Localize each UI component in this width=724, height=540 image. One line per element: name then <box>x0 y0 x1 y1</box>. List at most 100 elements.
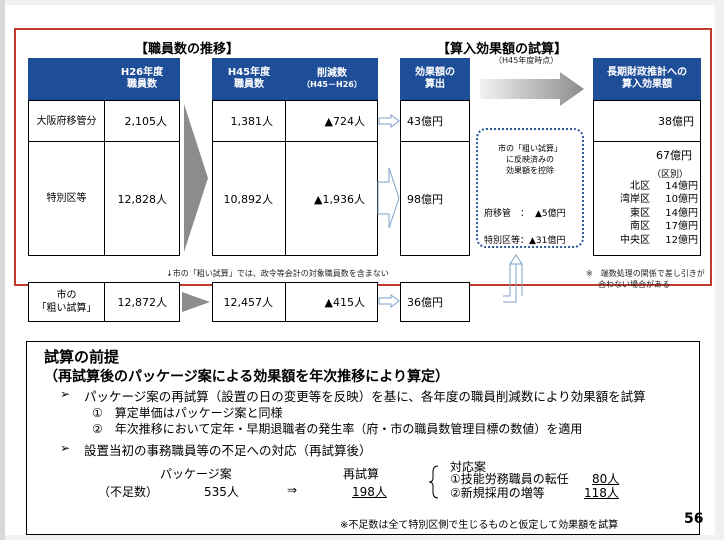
row-label-city-text: 市の 「粗い試算」 <box>37 289 97 315</box>
h26-osaka-value: 2,105人 <box>124 115 168 128</box>
bullet1-text: パッケージ案の再試算（設置の日の変更等を反映）を基に、各年度の職員削減数により効… <box>84 389 646 404</box>
district-row: 東区 14億円 <box>596 207 698 220</box>
deduction-box <box>476 128 584 248</box>
reduction-city-value: ▲415人 <box>324 296 365 309</box>
district-value: 17億円 <box>665 221 698 233</box>
rounding-note-line2: 合わない場合がある <box>598 280 670 289</box>
reduction-header-line2: （H45－H26） <box>302 80 362 90</box>
row-label-city: 市の 「粗い試算」 <box>28 282 104 322</box>
deduction-line1-label: 府移管 ： <box>484 209 530 219</box>
package-value: 535人 <box>204 485 239 499</box>
shortage-label: （不足数） <box>98 485 159 499</box>
h45-special: 10,892人 <box>212 142 286 256</box>
long-term-osaka: 38億円 <box>593 100 701 142</box>
district-name: 湾岸区 <box>620 194 650 206</box>
long-term-header-line1: 長期財政推計への <box>607 66 687 78</box>
hollow-arrow-large-icon <box>377 167 400 229</box>
long-term-header: 長期財政推計への 算入効果額 <box>593 58 701 100</box>
response2-text: ②新規採用の増等 <box>450 486 545 500</box>
reduction-header: 削減数 （H45－H26） <box>286 58 378 100</box>
bullet2-text: 設置当初の事務職員等の不足への対応（再試算後） <box>84 443 372 458</box>
h26-header-line2: 職員数 <box>127 79 157 90</box>
response1-value: 80人 <box>592 472 620 486</box>
hollow-arrow-small-icon <box>378 294 400 308</box>
effect-osaka-value: 43億円 <box>407 115 443 128</box>
row-label-header <box>28 58 104 100</box>
district-name: 北区 <box>630 181 650 192</box>
deduction-line2-label: 特別区等： <box>484 236 530 246</box>
rounding-note-line1: ※ 端数処理の関係で差し引きが <box>586 269 705 278</box>
bullet1-icon: ➢ <box>60 387 71 401</box>
reduction-special-value: ▲1,936人 <box>314 192 365 206</box>
effect-special: 98億円 <box>400 142 470 256</box>
deduction-line2: 特別区等：▲31億円 <box>484 233 565 246</box>
up-arrow-icon <box>503 254 523 303</box>
h45-special-value: 10,892人 <box>223 192 274 206</box>
right-section-title: 【算入効果額の試算】 <box>437 42 568 57</box>
sub-item-2: ② 年次推移において定年・早期退職者の発生率（府・市の職員数管理目標の数値）を適… <box>92 422 583 436</box>
deduction-line2-value: ▲31億円 <box>529 236 566 246</box>
deduction-line1: 府移管 ： ▲5億円 <box>484 206 566 219</box>
response2-value: 118人 <box>584 486 619 500</box>
h45-header: H45年度 職員数 <box>212 58 286 100</box>
h26-city: 12,872人 <box>104 282 180 322</box>
package-label: パッケージ案 <box>160 467 232 481</box>
effect-header: 効果額の 算出 <box>400 58 470 100</box>
recalc-value: 198人 <box>352 485 387 499</box>
deduction-title-line2: に反映済みの <box>506 154 554 164</box>
district-name: 南区 <box>630 221 650 233</box>
reduction-special: ▲1,936人 <box>286 142 378 256</box>
deduction-box-title: 市の「粗い試算」 に反映済みの 効果額を控除 <box>476 144 584 176</box>
deduction-line1-value: ▲5億円 <box>535 209 566 219</box>
left-section-title: 【職員数の推移】 <box>135 42 240 57</box>
h26-special: 12,828人 <box>104 142 180 256</box>
row-label-osaka-text: 大阪府移管分 <box>36 115 97 127</box>
h45-osaka: 1,381人 <box>212 100 286 142</box>
district-name: 東区 <box>630 207 650 219</box>
sub-item-1: ① 算定単価はパッケージ案と同様 <box>92 406 283 420</box>
recalc-label: 再試算 <box>343 467 380 481</box>
brace-icon <box>428 465 439 499</box>
district-label: （区別） <box>652 170 689 180</box>
district-row: 湾岸区 10億円 <box>596 193 698 206</box>
district-row: 北区 14億円 <box>596 180 698 193</box>
city-note: ↓市の「粗い試算」では、政令等会計の対象職員数を含まない <box>166 269 389 278</box>
deduction-title-line3: 効果額を控除 <box>506 165 554 175</box>
long-term-special <box>593 142 701 256</box>
row-label-special: 特別区等 <box>28 142 104 256</box>
effect-special-value: 98億円 <box>407 192 443 206</box>
district-value: 14億円 <box>665 181 698 192</box>
district-row: 南区 17億円 <box>596 220 698 233</box>
reduction-city: ▲415人 <box>286 282 378 322</box>
h26-special-value: 12,828人 <box>117 192 168 206</box>
premise-subheading: （再試算後のパッケージ案による効果額を年次推移により算定） <box>44 369 450 385</box>
premise-note: ※不足数は全て特別区側で生じるものと仮定して効果額を試算 <box>340 520 619 531</box>
long-term-osaka-value: 38億円 <box>658 115 694 128</box>
effect-header-line2: 算出 <box>425 79 445 90</box>
row-label-osaka: 大阪府移管分 <box>28 100 104 142</box>
response-label: 対応案 <box>450 460 487 474</box>
long-term-special-total: 67億円 <box>656 149 692 162</box>
effect-osaka: 43億円 <box>400 100 470 142</box>
left-scrollbar-edge <box>0 0 5 540</box>
bullet2-icon: ➢ <box>60 441 71 455</box>
effect-city-value: 36億円 <box>407 296 443 309</box>
district-value: 14億円 <box>665 207 698 219</box>
reduction-osaka: ▲724人 <box>286 100 378 142</box>
district-value: 12億円 <box>665 234 698 246</box>
reduction-osaka-value: ▲724人 <box>324 115 365 128</box>
h26-header: H26年度 職員数 <box>104 58 180 100</box>
h45-osaka-value: 1,381人 <box>230 115 274 128</box>
h26-header-line1: H26年度 <box>120 66 164 78</box>
h45-city: 12,457人 <box>212 282 286 322</box>
premise-box <box>26 341 700 535</box>
reduction-header-line1: 削減数 <box>317 67 347 79</box>
right-section-subtitle: （H45年度時点） <box>494 56 559 65</box>
gray-right-arrow-icon <box>480 72 584 106</box>
district-value: 10億円 <box>665 194 698 206</box>
deduction-title-line1: 市の「粗い試算」 <box>498 144 562 153</box>
arrow-symbol: ⇒ <box>287 483 298 497</box>
premise-heading: 試算の前提 <box>44 348 120 366</box>
